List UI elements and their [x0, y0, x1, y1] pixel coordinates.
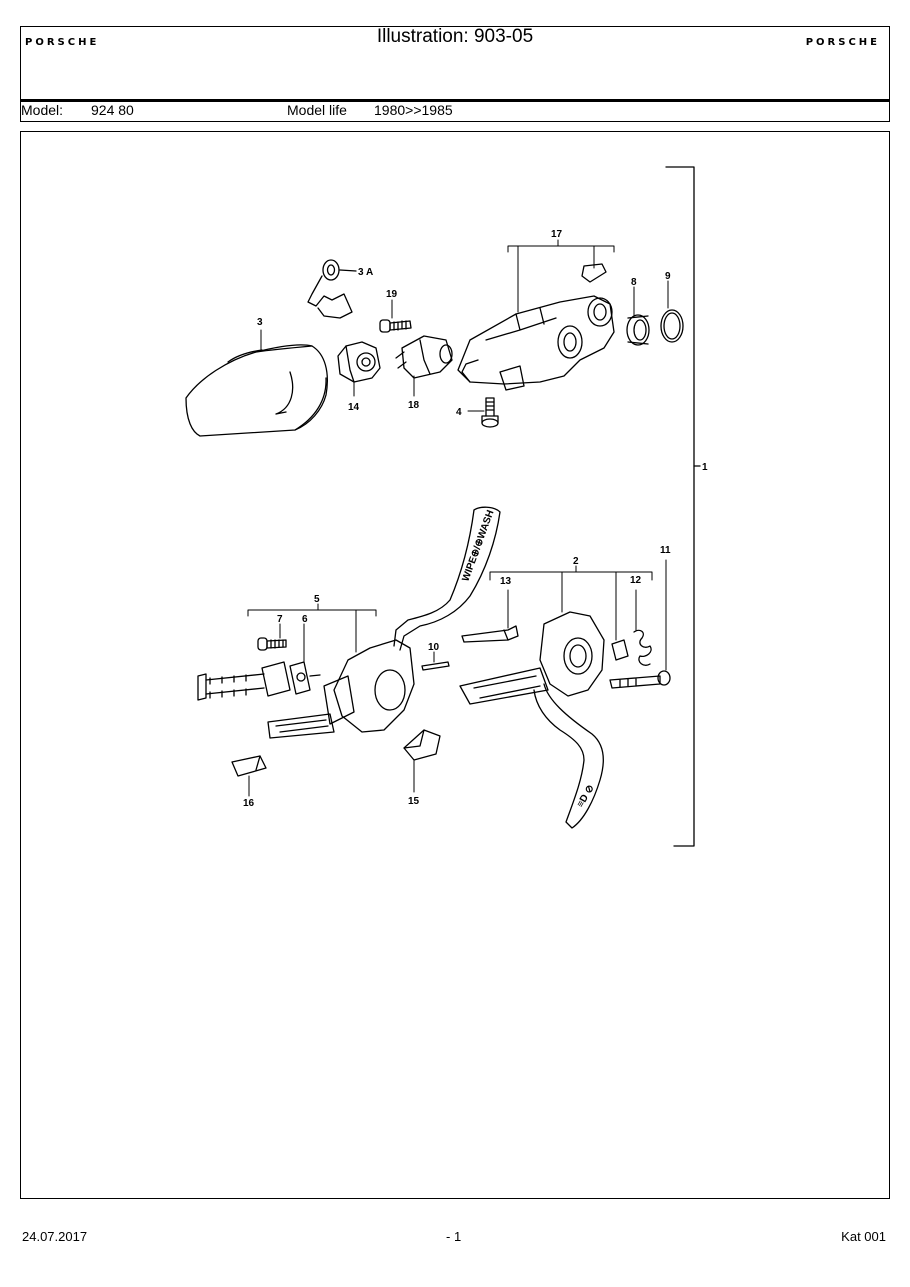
part-14-switch: [337, 341, 381, 383]
part-15-knob: [403, 729, 441, 761]
part-2-indicator-switch: [459, 611, 605, 829]
callout-9: 9: [665, 271, 671, 282]
callout-10: 10: [428, 642, 440, 653]
leader-lines: [247, 239, 669, 797]
callout-4: 4: [456, 407, 462, 418]
callout-5: 5: [314, 594, 320, 605]
footer-page-number: - 1: [446, 1229, 462, 1244]
callout-6: 6: [302, 614, 308, 625]
part-7-screw: [257, 637, 287, 651]
part-6-connector: [197, 661, 321, 701]
model-value: 924 80: [91, 102, 134, 118]
callout-17: 17: [551, 229, 563, 240]
callout-12: 12: [630, 575, 642, 586]
part-19-screw: [379, 319, 412, 333]
callout-3: 3: [257, 317, 263, 328]
part-18-lock-switch: [395, 335, 453, 379]
header-box: [20, 26, 890, 100]
part-8-bearing: [626, 314, 650, 346]
callout-13: 13: [500, 576, 512, 587]
callout-18: 18: [408, 400, 420, 411]
porsche-logo-right: PORSCHE: [805, 37, 880, 48]
model-life-label: Model life: [287, 102, 347, 118]
part-3a-hook: [307, 259, 357, 319]
assembly-bracket-1: [665, 166, 701, 847]
part-4-bolt: [481, 397, 499, 428]
part-17-lock-housing: [457, 263, 615, 391]
model-label: Model:: [21, 102, 64, 118]
callout-14: 14: [348, 402, 360, 413]
part-13-contact-strip: [461, 625, 519, 643]
footer-date: 24.07.2017: [22, 1229, 88, 1244]
porsche-logo-left: PORSCHE: [25, 37, 100, 48]
header-rule: [20, 99, 890, 102]
footer-catalog: Kat 001: [841, 1229, 886, 1244]
part-2-clip: [611, 639, 629, 661]
callout-16: 16: [243, 798, 255, 809]
callout-2: 2: [573, 556, 579, 567]
callout-7: 7: [277, 614, 283, 625]
part-9-circlip: [660, 309, 684, 343]
illustration-frame: [20, 131, 890, 1199]
callout-19: 19: [386, 289, 398, 300]
part-12-spring-clip: [633, 629, 652, 666]
callout-numbers: 1 2 3 3 A 4 5 6 7 8 9 10 11 12 13 14 15 …: [243, 229, 708, 809]
part-11-long-bolt: [609, 670, 671, 689]
model-row: Model: 924 80 Model life 1980>>1985: [20, 102, 890, 122]
part-10-pin: [421, 661, 450, 671]
callout-11: 11: [660, 545, 671, 556]
illustration-title: Illustration: 903-05: [376, 26, 534, 47]
callout-8: 8: [631, 277, 637, 288]
model-life-value: 1980>>1985: [374, 102, 453, 118]
part-16-knob: [231, 755, 267, 777]
part-5-wiper-switch: [267, 506, 501, 739]
callout-1: 1: [702, 462, 708, 473]
part-3-shroud: [185, 344, 328, 437]
callout-3a: 3 A: [358, 267, 373, 278]
callout-15: 15: [408, 796, 420, 807]
